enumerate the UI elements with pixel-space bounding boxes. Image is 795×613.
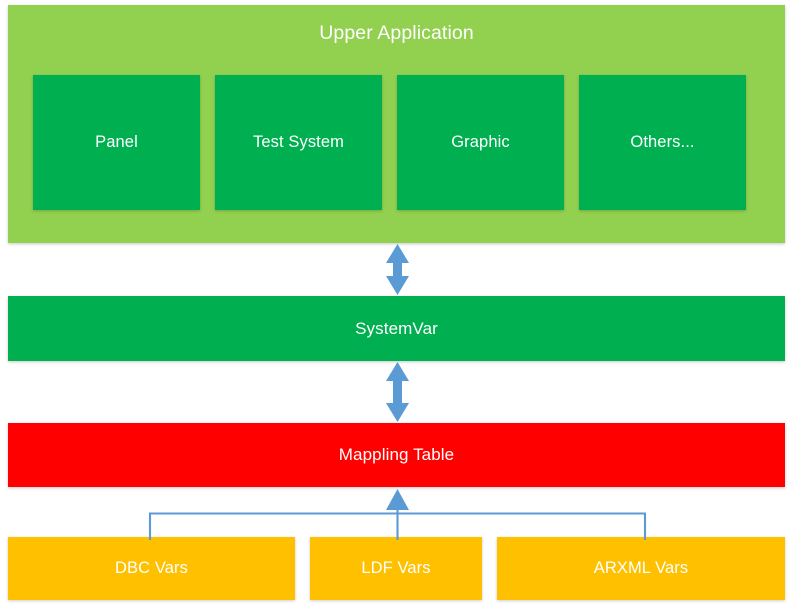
app-module-test-system[interactable]: Test System	[215, 75, 382, 210]
source-box-arxml-vars[interactable]: ARXML Vars	[497, 537, 785, 600]
app-module-panel[interactable]: Panel	[33, 75, 200, 210]
bracket-sources-to-mapping	[148, 489, 647, 540]
app-module-graphic[interactable]: Graphic	[397, 75, 564, 210]
mapping-table-box[interactable]: Mappling Table	[8, 423, 785, 487]
upper-application-container[interactable]: Upper Application Panel Test System Grap…	[8, 5, 785, 243]
systemvar-box[interactable]: SystemVar	[8, 296, 785, 361]
app-module-others[interactable]: Others...	[579, 75, 746, 210]
upper-application-title: Upper Application	[319, 21, 474, 44]
double-arrow-upper-to-systemvar	[386, 244, 409, 295]
source-box-dbc-vars[interactable]: DBC Vars	[8, 537, 295, 600]
source-box-ldf-vars[interactable]: LDF Vars	[310, 537, 482, 600]
double-arrow-systemvar-to-mapping	[386, 362, 409, 422]
